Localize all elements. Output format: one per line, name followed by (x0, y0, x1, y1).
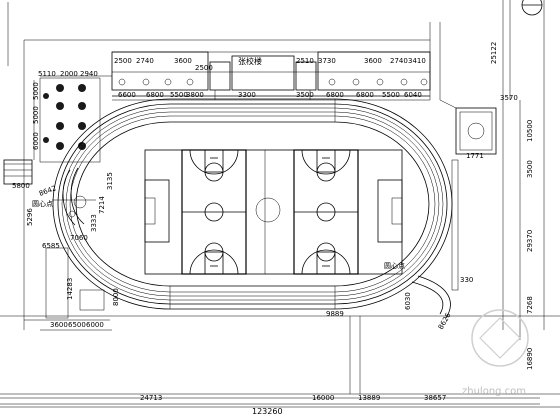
top-dimensions-row1: 2500 2740 3600 2500 2510 3730 3600 2740 … (114, 57, 426, 72)
dim-text: 5000 (32, 82, 40, 100)
left-lower-dimensions: 14283 8000 (66, 278, 120, 306)
left-entrance (52, 167, 96, 226)
dim-text: 6500 (68, 321, 86, 329)
dim-text: 38657 (424, 394, 446, 402)
watermark-logo: zhulong.com (462, 309, 529, 397)
dim-text: 6040 (404, 91, 422, 99)
dim-text: 3570 (500, 94, 518, 102)
dim-text: 8000 (112, 288, 120, 306)
site-boundary (0, 0, 560, 408)
dim-text: 5500 (382, 91, 400, 99)
dim-text: 6000 (32, 132, 40, 150)
inner-field (144, 149, 403, 275)
dim-text: 3333 (90, 214, 98, 232)
dim-text: 2740 (136, 57, 154, 65)
center-point-label-left: 圆心点 (32, 200, 53, 208)
right-entrance (411, 159, 459, 319)
dim-text: 29370 (526, 230, 534, 252)
dimension-lines (0, 0, 540, 405)
dim-text: 8642 (38, 184, 57, 198)
north-arrow-icon (521, 0, 543, 16)
dim-text: 7214 (98, 196, 106, 214)
center-point-label-right: 圆心点 (384, 262, 405, 270)
dim-text: 2500 (195, 64, 213, 72)
dim-text: 3410 (408, 57, 426, 65)
dim-text: 3300 (238, 91, 256, 99)
dim-text: 3500 (296, 91, 314, 99)
dim-text: 6800 (146, 91, 164, 99)
basketball-court-left (181, 149, 247, 275)
dim-text: 8626 (437, 311, 453, 331)
left-tree-plaza (39, 77, 101, 163)
dim-text: 6800 (326, 91, 344, 99)
right-stair-building (439, 99, 497, 155)
dim-text: 3800 (186, 91, 204, 99)
overall-dimension: 123260 (252, 407, 283, 416)
dim-text: 5500 (170, 91, 188, 99)
basketball-court-right (293, 149, 359, 275)
right-side-dimensions: 25122 3570 10500 29370 7268 16890 3500 1… (404, 42, 534, 370)
dim-text: 7060 (70, 234, 88, 242)
dim-text: 16890 (526, 348, 534, 370)
dim-text: 16000 (312, 394, 334, 402)
dim-text: 3730 (318, 57, 336, 65)
dim-text: 13889 (358, 394, 380, 402)
dim-text: 1771 (466, 152, 484, 160)
track-bottom-dimension: 9889 (326, 310, 344, 318)
dim-text: 3135 (106, 172, 114, 190)
dim-text: 3600 (50, 321, 68, 329)
left-side-dimensions: 6000 5000 5000 (32, 82, 40, 150)
building-label: 张校楼 (238, 56, 262, 66)
watermark-text: zhulong.com (462, 386, 526, 397)
dim-text: 25122 (490, 42, 498, 64)
dim-text: 3600 (364, 57, 382, 65)
dim-text: 2740 (390, 57, 408, 65)
dim-text: 6000 (86, 321, 104, 329)
dim-text: 14283 (66, 278, 74, 300)
dim-text: 6585 (42, 242, 60, 250)
dim-text: 2510 (296, 57, 314, 65)
tree-icons (43, 84, 86, 150)
bottom-left-dimensions: 3600 6500 6000 (50, 321, 104, 329)
dim-text: 5296 (26, 208, 34, 226)
bottom-dimensions: 24713 16000 13889 38657 123260 (140, 394, 446, 416)
dim-text: 330 (460, 276, 473, 284)
dim-text: 2500 (114, 57, 132, 65)
dim-text: 5000 (32, 106, 40, 124)
dim-text: 10500 (526, 120, 534, 142)
left-small-building (3, 159, 33, 185)
dim-text: 5110 (38, 70, 56, 78)
dim-text: 5800 (12, 182, 30, 190)
running-track (52, 98, 453, 310)
left-top-dimensions: 5110 2000 2940 (38, 70, 98, 78)
dim-text: 3500 (526, 160, 534, 178)
left-mid-dimensions: 5800 8642 5296 6585 7060 3333 7214 3135 (12, 172, 114, 250)
dim-text: 24713 (140, 394, 162, 402)
left-lower-area (24, 247, 110, 321)
top-dimensions-row2: 6600 6800 5500 3800 3300 3500 6800 6800 … (118, 91, 422, 99)
dim-text: 7268 (526, 296, 534, 314)
dim-text: 3600 (174, 57, 192, 65)
dim-text: 6030 (404, 292, 412, 310)
dim-text: 6600 (118, 91, 136, 99)
dim-text: 2940 (80, 70, 98, 78)
dim-text: 6800 (356, 91, 374, 99)
dim-text: 2000 (60, 70, 78, 78)
